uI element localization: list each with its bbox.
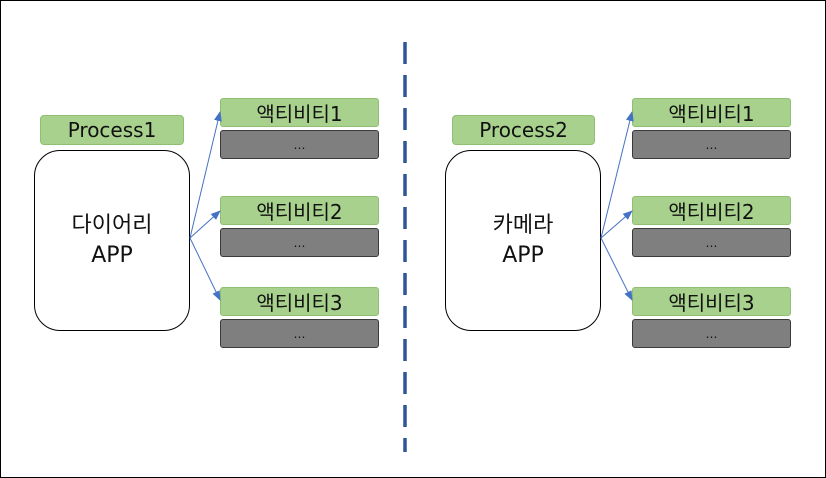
right-activity-3: 액티비티3 xyxy=(632,287,791,316)
left-activity-1-placeholder: … xyxy=(220,130,379,159)
right-arrow-3 xyxy=(600,237,633,301)
right-activity-2: 액티비티2 xyxy=(632,196,791,225)
right-activity-1-placeholder: … xyxy=(632,130,791,159)
left-activity-2-placeholder: … xyxy=(220,228,379,257)
camera-app-suffix: APP xyxy=(502,242,544,268)
diary-app-name: 다이어리 xyxy=(71,212,153,238)
camera-app-box: 카메라 APP xyxy=(445,150,601,331)
right-arrow-2 xyxy=(600,210,633,239)
right-activity-2-placeholder: … xyxy=(632,228,791,257)
left-activity-3: 액티비티3 xyxy=(220,287,379,316)
left-arrow-2 xyxy=(189,210,221,239)
left-activity-3-placeholder: … xyxy=(220,319,379,348)
right-arrow-1 xyxy=(600,111,634,239)
diary-app-box: 다이어리 APP xyxy=(34,150,190,331)
right-activity-1: 액티비티1 xyxy=(632,98,791,127)
process2-label: Process2 xyxy=(452,115,595,145)
left-activity-2: 액티비티2 xyxy=(220,196,379,225)
diary-app-suffix: APP xyxy=(91,242,133,268)
right-activity-3-placeholder: … xyxy=(632,319,791,348)
left-arrow-3 xyxy=(189,237,221,301)
left-arrow-1 xyxy=(189,111,222,239)
process1-label: Process1 xyxy=(40,115,184,145)
left-activity-1: 액티비티1 xyxy=(220,98,379,127)
camera-app-name: 카메라 xyxy=(492,212,554,238)
